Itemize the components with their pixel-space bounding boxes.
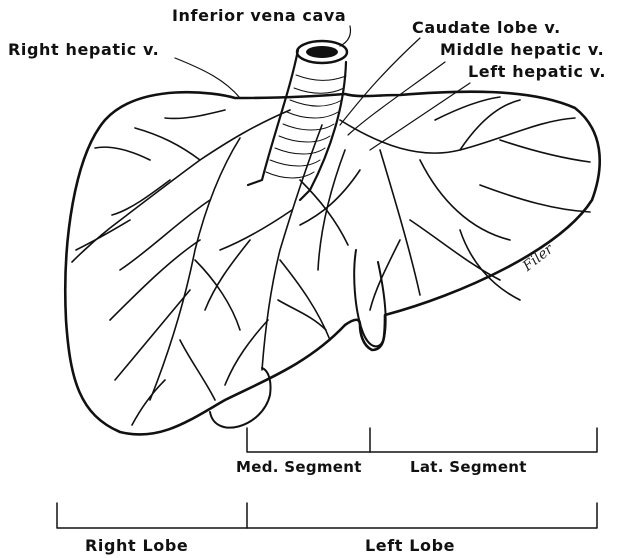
label-lat-segment: Lat. Segment [410,458,527,476]
liver-outline [65,92,599,435]
leader-lines [175,26,470,150]
label-left-lobe: Left Lobe [365,536,455,555]
label-med-segment: Med. Segment [236,458,362,476]
label-caudate-lobe-vein: Caudate lobe v. [412,18,561,37]
label-middle-hepatic-vein: Middle hepatic v. [440,40,604,59]
ligament [354,250,385,346]
inferior-vena-cava [248,41,347,200]
brackets [57,428,597,528]
hepatic-veins [72,97,590,425]
label-right-hepatic-vein: Right hepatic v. [8,40,159,59]
label-inferior-vena-cava: Inferior vena cava [172,6,346,25]
caudate-loop [210,368,271,428]
label-left-hepatic-vein: Left hepatic v. [468,62,606,81]
label-right-lobe: Right Lobe [85,536,188,555]
